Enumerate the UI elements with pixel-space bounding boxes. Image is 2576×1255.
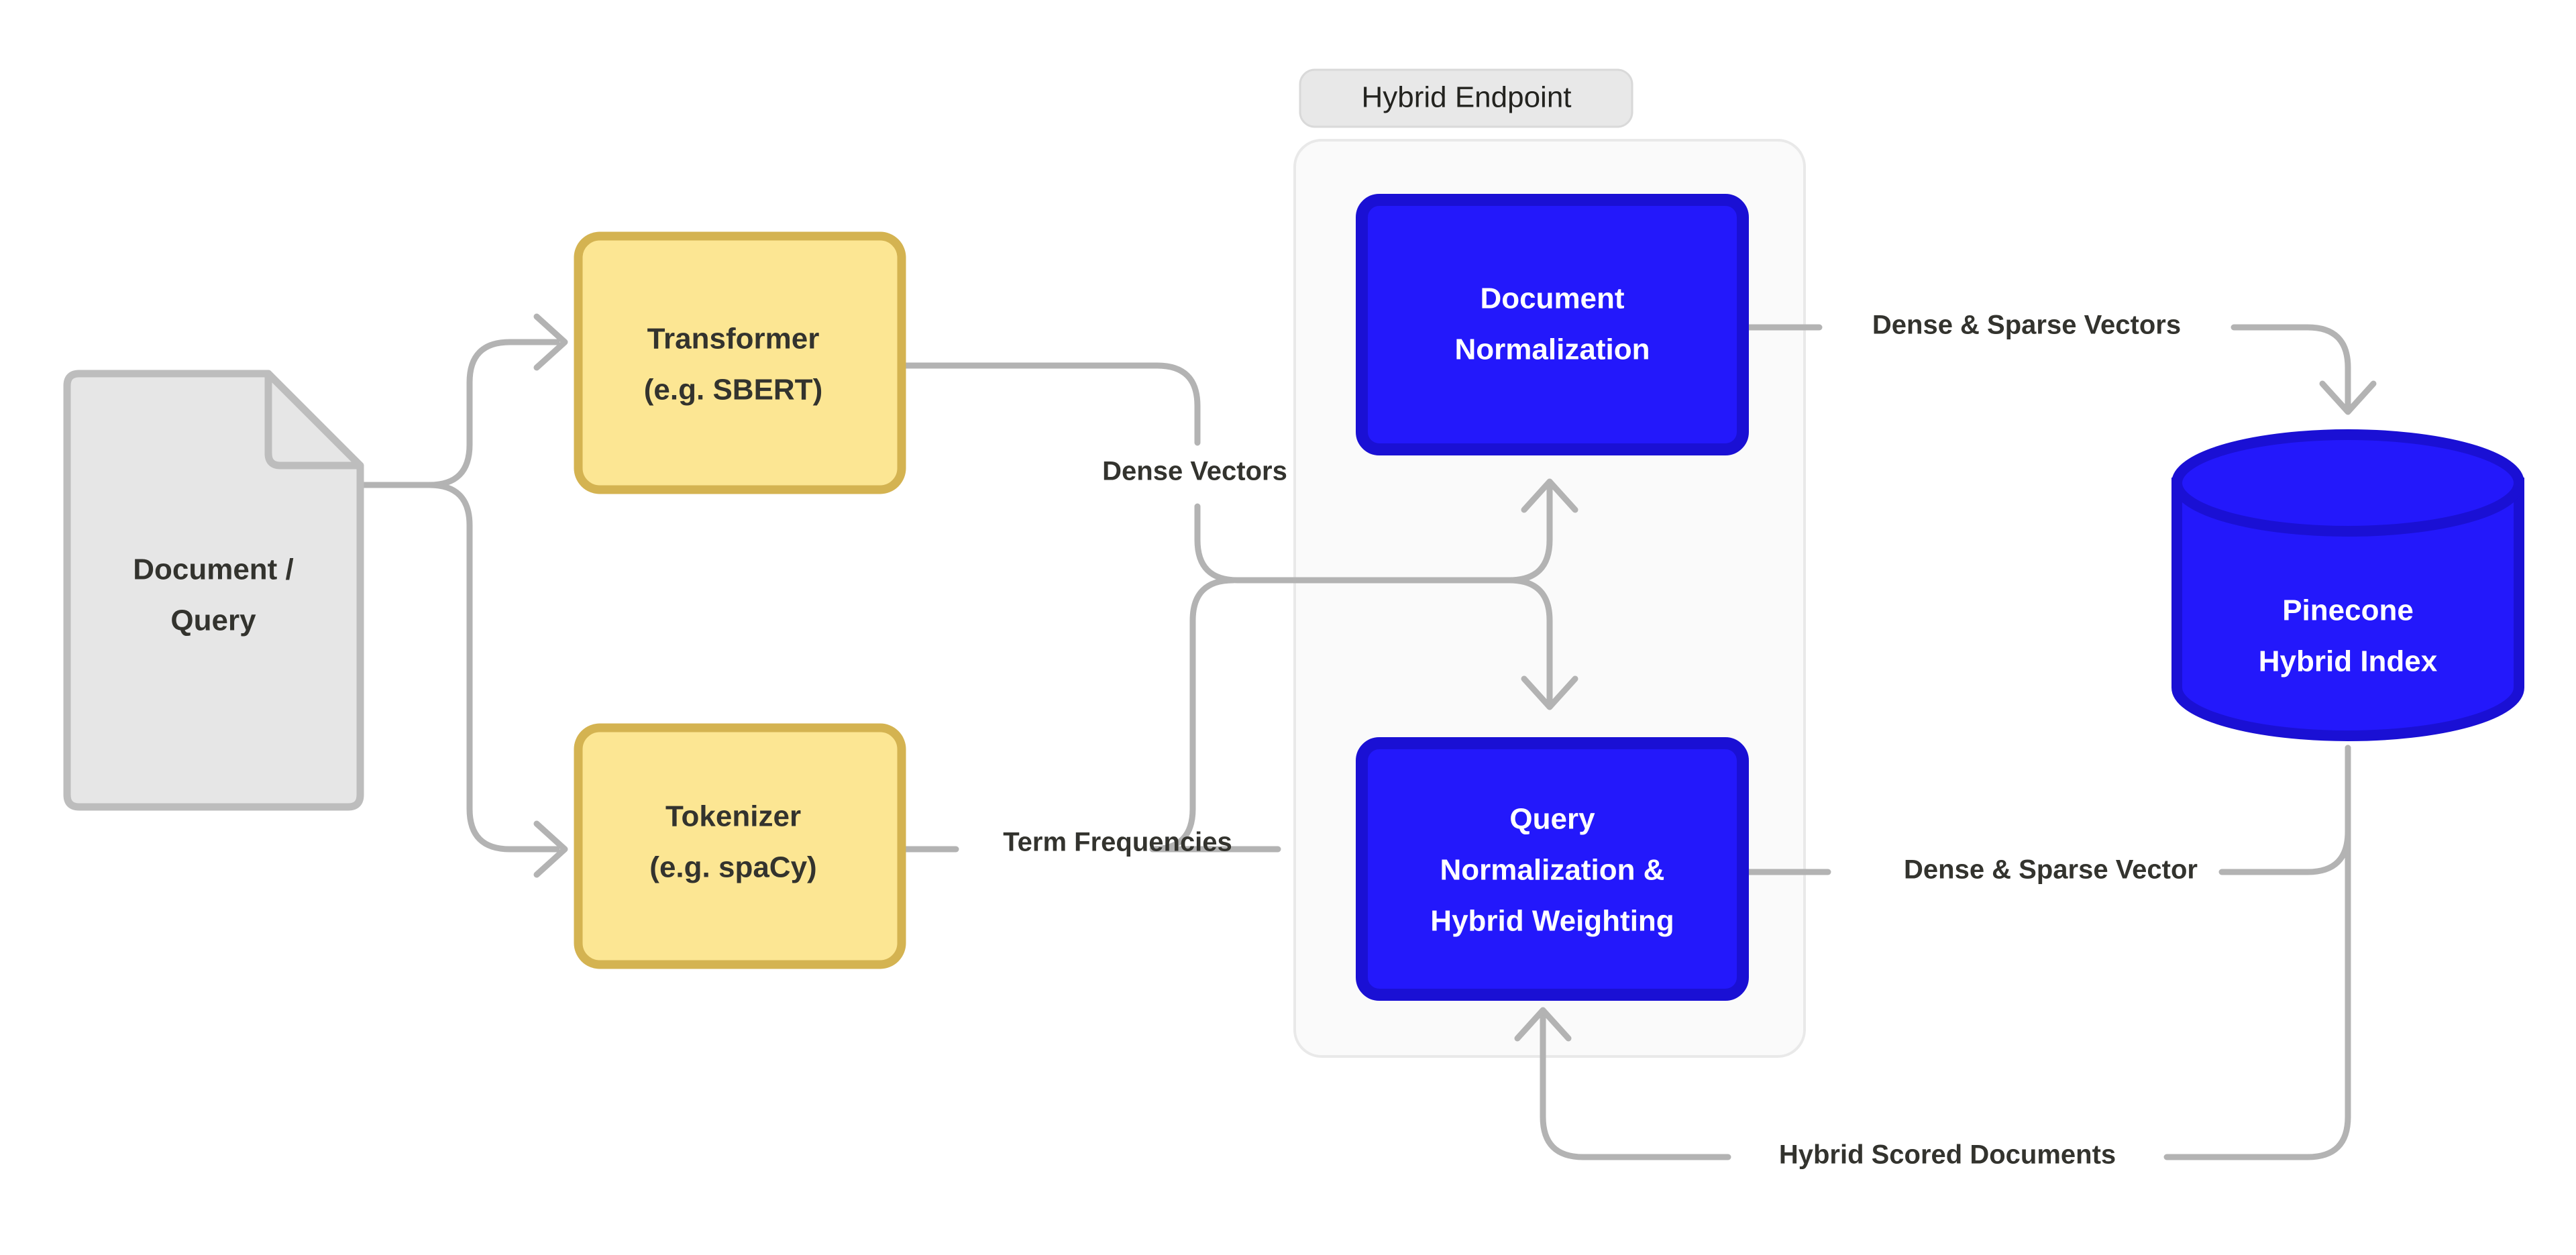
node-query-normalization[interactable]: Query Normalization & Hybrid Weighting: [1356, 737, 1749, 1001]
pinecone-label-line-2: Hybrid Index: [2259, 645, 2438, 678]
document-query-label-line-2: Query: [170, 604, 256, 637]
transformer-label-line-1: Transformer: [647, 323, 820, 356]
edge-dense-sparse-vectors: Dense & Sparse Vectors: [1741, 311, 2377, 415]
document-normalization-label-line-1: Document: [1480, 282, 1624, 315]
edge-label-term-frequencies: Term Frequencies: [1003, 828, 1232, 857]
node-document-normalization[interactable]: Document Normalization: [1356, 194, 1749, 455]
document-query-label-line-1: Document /: [133, 553, 294, 586]
edge-term-frequencies: Term Frequencies: [899, 577, 1578, 857]
edge-document-to-transformer: [356, 313, 568, 488]
pinecone-label-line-1: Pinecone: [2282, 594, 2414, 627]
edge-label-dense-sparse-vector: Dense & Sparse Vector: [1904, 855, 2198, 885]
query-normalization-box: [1356, 737, 1749, 1001]
query-normalization-label-line-3: Hybrid Weighting: [1430, 905, 1674, 938]
edge-dense-sparse-vector: Dense & Sparse Vector: [1741, 745, 2351, 885]
tokenizer-label-line-1: Tokenizer: [665, 800, 801, 833]
query-normalization-label-line-1: Query: [1509, 803, 1595, 836]
pinecone-cylinder-body: [2171, 478, 2524, 741]
query-normalization-label-line-2: Normalization &: [1440, 854, 1665, 887]
edge-hybrid-scored-documents: Hybrid Scored Documents: [1514, 745, 2351, 1170]
node-pinecone-hybrid-index[interactable]: Pinecone Hybrid Index: [2171, 429, 2524, 741]
document-normalization-box: [1356, 194, 1749, 455]
tokenizer-box: [574, 723, 906, 969]
node-tokenizer[interactable]: Tokenizer (e.g. spaCy): [574, 723, 906, 969]
hybrid-endpoint-chip-bg: [1299, 68, 1633, 128]
transformer-label-line-2: (e.g. SBERT): [644, 374, 822, 406]
document-fold-icon: [264, 374, 360, 470]
pinecone-cylinder-top: [2171, 429, 2524, 537]
hybrid-endpoint-chip: Hybrid Endpoint: [1299, 68, 1633, 128]
edge-label-hybrid-scored-documents: Hybrid Scored Documents: [1779, 1140, 2116, 1170]
transformer-box: [574, 231, 906, 494]
tokenizer-label-line-2: (e.g. spaCy): [649, 851, 816, 884]
edge-label-dense-vectors: Dense Vectors: [1102, 457, 1287, 486]
edge-document-to-tokenizer: [356, 482, 568, 878]
document-shape: [63, 370, 364, 811]
hybrid-endpoint-chip-label: Hybrid Endpoint: [1361, 81, 1571, 114]
node-transformer[interactable]: Transformer (e.g. SBERT): [574, 231, 906, 494]
edge-label-dense-sparse-vectors: Dense & Sparse Vectors: [1872, 311, 2181, 340]
node-document-query[interactable]: Document / Query: [63, 370, 364, 811]
document-normalization-label-line-2: Normalization: [1455, 333, 1650, 366]
